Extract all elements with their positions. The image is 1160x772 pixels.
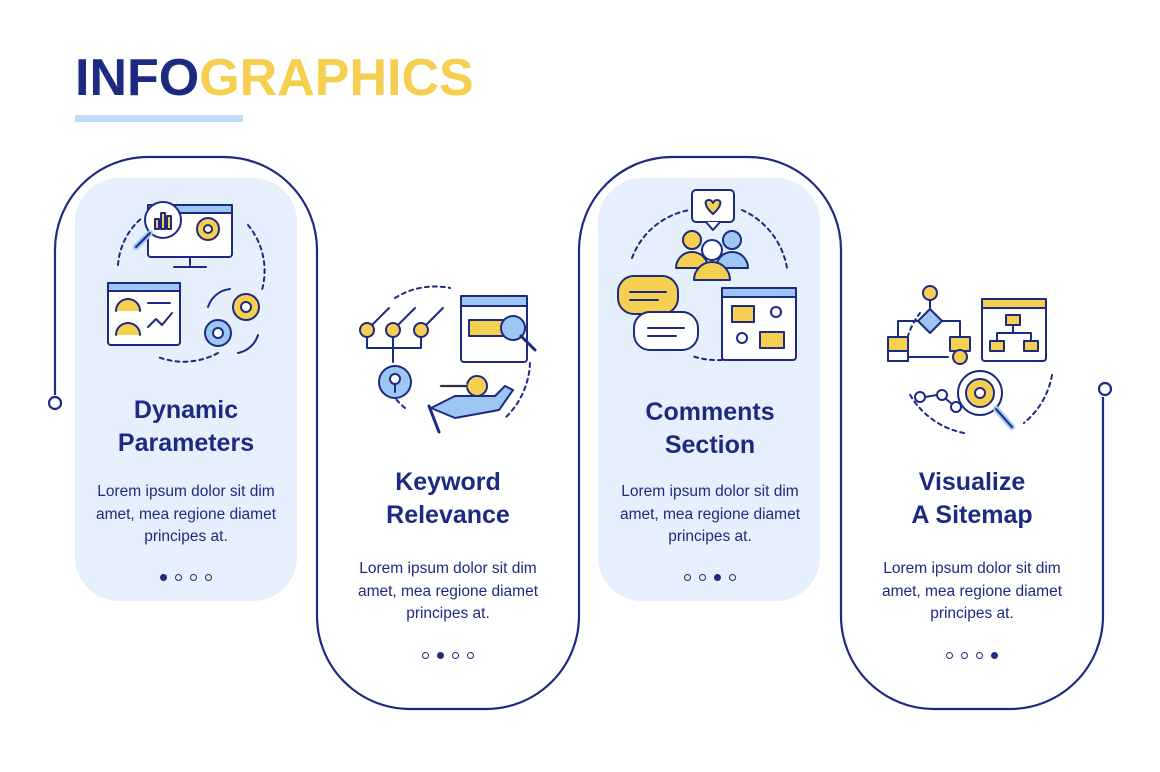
step-4-pagination bbox=[841, 652, 1103, 659]
dot bbox=[976, 652, 983, 659]
step-1-title: Dynamic Parameters bbox=[117, 396, 255, 457]
page-title: INFOGRAPHICS bbox=[75, 52, 474, 104]
dot bbox=[175, 574, 182, 581]
step-2-title: Keyword Relevance bbox=[386, 468, 510, 529]
step-4-title: Visualize A Sitemap bbox=[911, 468, 1033, 529]
dot bbox=[160, 574, 167, 581]
dot bbox=[437, 652, 444, 659]
title-info: INFO bbox=[75, 49, 200, 107]
sitemap-flowchart-icon bbox=[887, 285, 1053, 434]
step-4-description: Lorem ipsum dolor sit dim amet, mea regi… bbox=[881, 560, 1063, 622]
step-2-description: Lorem ipsum dolor sit dim amet, mea regi… bbox=[357, 560, 539, 622]
dot bbox=[467, 652, 474, 659]
dot bbox=[729, 574, 736, 581]
dot bbox=[452, 652, 459, 659]
step-1-description: Lorem ipsum dolor sit dim amet, mea regi… bbox=[95, 483, 277, 545]
step-3-description: Lorem ipsum dolor sit dim amet, mea regi… bbox=[619, 483, 801, 545]
dot bbox=[714, 574, 721, 581]
step-1-pagination bbox=[55, 574, 317, 581]
dot bbox=[961, 652, 968, 659]
dot bbox=[699, 574, 706, 581]
dot bbox=[190, 574, 197, 581]
title-underline bbox=[75, 115, 243, 122]
dot bbox=[422, 652, 429, 659]
dot bbox=[684, 574, 691, 581]
title-graphics: GRAPHICS bbox=[199, 49, 474, 107]
step-3-title: Comments Section bbox=[645, 398, 775, 459]
dot bbox=[205, 574, 212, 581]
comments-chat-icon bbox=[617, 189, 797, 362]
keywords-search-icon bbox=[359, 285, 537, 434]
dot bbox=[946, 652, 953, 659]
step-3-pagination bbox=[579, 574, 841, 581]
dot bbox=[991, 652, 998, 659]
dashboard-analytics-icon bbox=[107, 201, 266, 363]
step-2-pagination bbox=[317, 652, 579, 659]
